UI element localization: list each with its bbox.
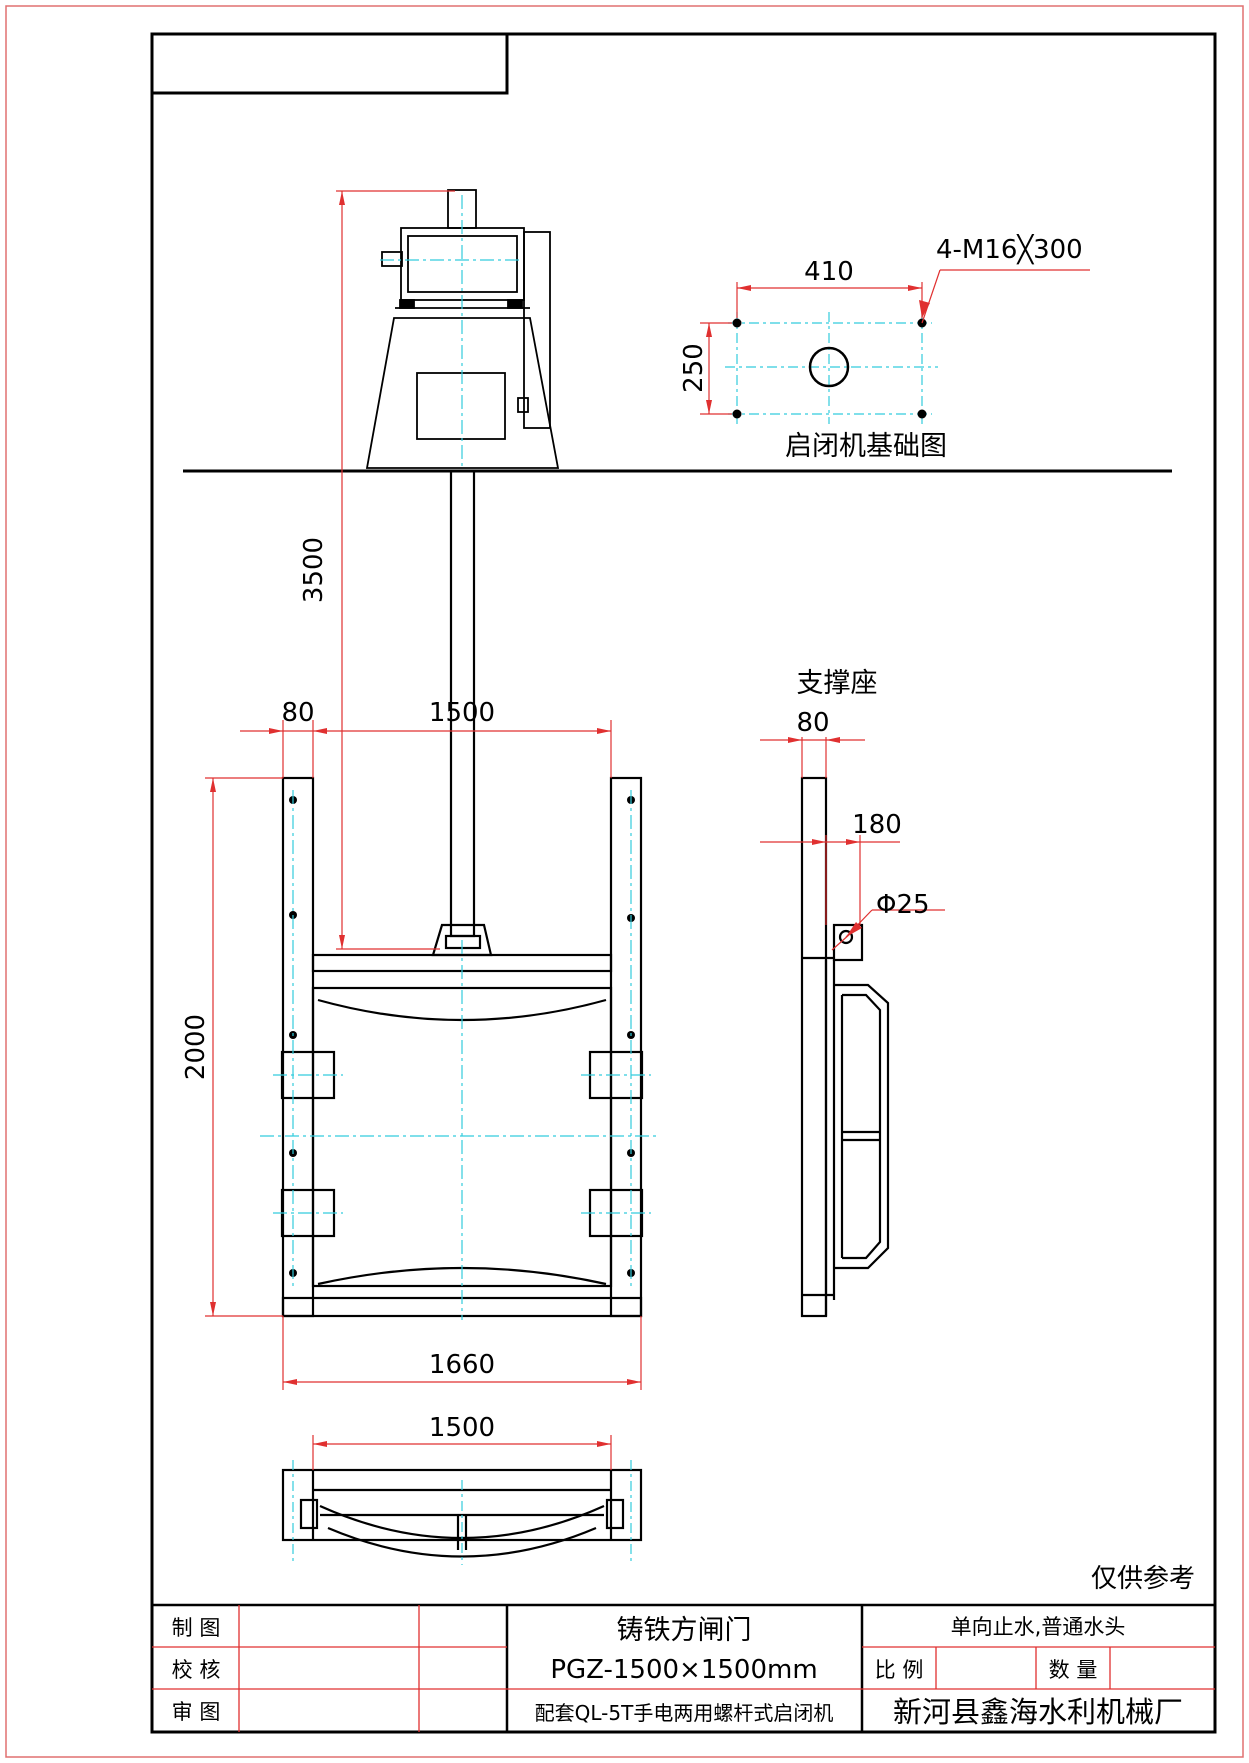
support-seat-title: 支撑座 [797, 668, 878, 699]
frame-member-dim: 80 [281, 698, 314, 728]
gate-plan-view [281, 1468, 643, 1558]
product-model: PGZ-1500×1500mm [550, 1655, 817, 1685]
label-scale: 比 例 [875, 1658, 924, 1682]
gate-dimensions: 3500 80 1500 2000 1660 [181, 190, 642, 1390]
anchor-bolt-hole [917, 409, 927, 419]
label-approved: 审 图 [172, 1700, 221, 1724]
seal-note: 单向止水,普通水头 [951, 1615, 1126, 1639]
gate-bolts [289, 796, 635, 1277]
product-name: 铸铁方闸门 [617, 1615, 752, 1646]
plan-view-dimension: 1500 [292, 1413, 632, 1565]
foundation-height-dim: 250 [679, 343, 709, 393]
gate-front-elevation [280, 469, 644, 1318]
anchor-bolt-hole [732, 409, 742, 419]
pin-dim: Φ25 [876, 890, 930, 920]
gate-height-dim: 2000 [181, 1014, 211, 1080]
rod-length-dim: 3500 [299, 537, 329, 603]
label-quantity: 数 量 [1049, 1658, 1098, 1682]
support-seat-dimensions: 支撑座 80 180 Φ25 [760, 668, 945, 951]
title-block [152, 1603, 1215, 1732]
hoist-spec: 配套QL-5T手电两用螺杆式启闭机 [535, 1701, 834, 1725]
sheet-border [5, 5, 1244, 1758]
label-drawn: 制 图 [172, 1616, 221, 1640]
support-width-dim: 80 [796, 708, 829, 738]
title-block-thin [152, 1605, 1215, 1732]
reference-note: 仅供参考 [1091, 1564, 1195, 1594]
gate-centerlines [260, 790, 660, 1320]
support-depth-dim: 180 [852, 810, 902, 840]
hoist-centerlines [380, 195, 520, 470]
foundation-width-dim: 410 [804, 257, 854, 287]
company-name: 新河县鑫海水利机械厂 [893, 1695, 1183, 1729]
overall-width-dim: 1660 [429, 1350, 495, 1380]
foundation-plan: 410 250 4-M16╳300 启闭机基础图 [679, 233, 1090, 462]
bolt-spec: 4-M16╳300 [936, 233, 1083, 265]
label-checked: 校 核 [172, 1658, 221, 1682]
foundation-title: 启闭机基础图 [785, 431, 947, 462]
plan-width-dim: 1500 [429, 1413, 495, 1443]
anchor-bolt-hole [732, 318, 742, 328]
support-seat-side-view [800, 776, 890, 1318]
opening-width-dim: 1500 [429, 698, 495, 728]
